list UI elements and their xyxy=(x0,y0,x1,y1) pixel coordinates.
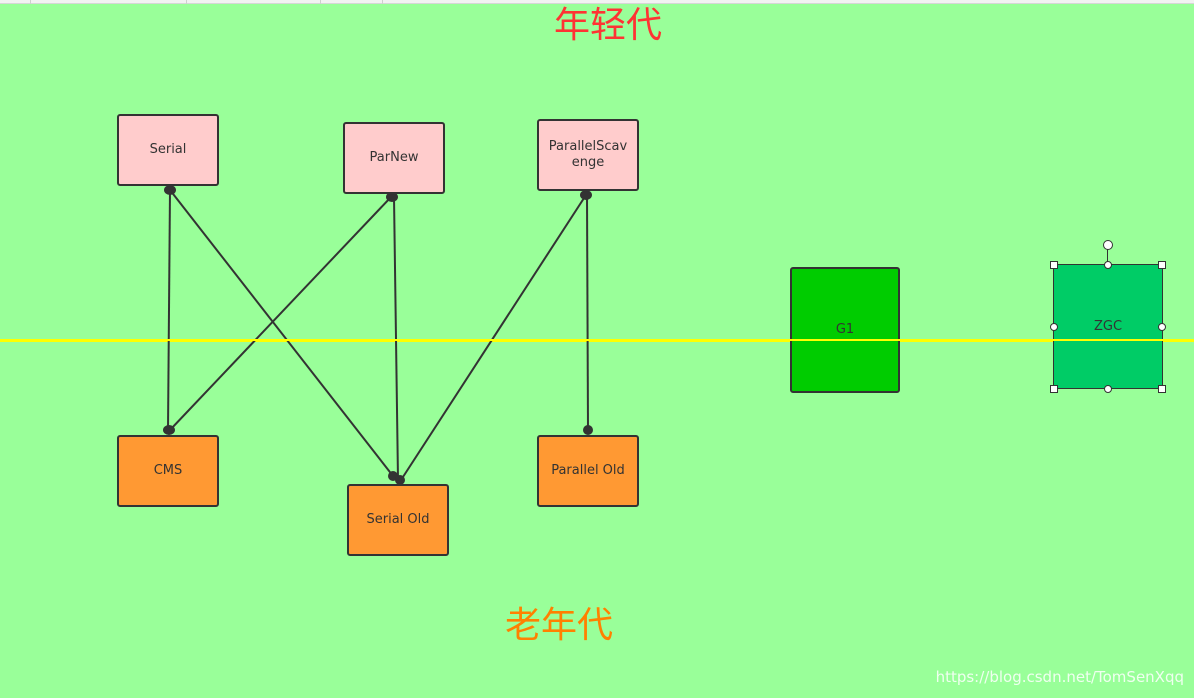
parallel-old-label: Parallel Old xyxy=(551,463,625,478)
parallel-scavenge-node[interactable]: ParallelScavenge xyxy=(537,119,639,191)
connector-endpoint xyxy=(395,475,405,485)
resize-handle-bottom-right[interactable] xyxy=(1158,385,1166,393)
divider-line-overlay xyxy=(0,339,1194,341)
resize-handle-top[interactable] xyxy=(1104,261,1112,269)
toolbar-divider xyxy=(186,0,187,4)
g1-label: G1 xyxy=(835,322,855,337)
rotation-handle-stem xyxy=(1107,249,1108,264)
resize-handle-top-left[interactable] xyxy=(1050,261,1058,269)
resize-handle-top-right[interactable] xyxy=(1158,261,1166,269)
resize-handle-left[interactable] xyxy=(1050,323,1058,331)
connector-endpoint xyxy=(386,192,398,202)
connector-parallelscavenge-parallelold[interactable] xyxy=(586,194,589,431)
connector-serial-cms[interactable] xyxy=(167,189,171,431)
parallel-scavenge-label: ParallelScavenge xyxy=(548,139,628,170)
rotation-handle[interactable] xyxy=(1103,240,1113,250)
parnew-label: ParNew xyxy=(369,150,419,165)
serial-label: Serial xyxy=(149,142,187,157)
resize-handle-bottom[interactable] xyxy=(1104,385,1112,393)
toolbar-divider xyxy=(382,0,383,4)
young-generation-title[interactable]: 年轻代 xyxy=(554,5,663,46)
connector-endpoint xyxy=(163,425,175,435)
connector-parnew-cms[interactable] xyxy=(169,196,392,431)
connector-parnew-serialold[interactable] xyxy=(393,196,399,481)
connector-endpoint xyxy=(580,190,592,200)
connector-serial-serialold[interactable] xyxy=(169,189,394,477)
toolbar-divider xyxy=(320,0,321,4)
toolbar-strip xyxy=(0,0,1194,4)
serial-node[interactable]: Serial xyxy=(117,114,219,186)
connector-parallelscavenge-serialold[interactable] xyxy=(400,194,587,481)
toolbar-divider xyxy=(30,0,31,4)
serial-old-node[interactable]: Serial Old xyxy=(347,484,449,556)
cms-label: CMS xyxy=(153,463,183,478)
old-generation-title[interactable]: 老年代 xyxy=(505,605,614,646)
g1-node[interactable]: G1 xyxy=(790,267,900,393)
serial-old-label: Serial Old xyxy=(366,512,430,527)
resize-handle-right[interactable] xyxy=(1158,323,1166,331)
watermark: https://blog.csdn.net/TomSenXqq xyxy=(935,668,1184,686)
connector-endpoint xyxy=(583,425,593,435)
parallel-old-node[interactable]: Parallel Old xyxy=(537,435,639,507)
zgc-label: ZGC xyxy=(1093,318,1123,334)
zgc-node[interactable]: ZGC xyxy=(1053,264,1163,389)
cms-node[interactable]: CMS xyxy=(117,435,219,507)
resize-handle-bottom-left[interactable] xyxy=(1050,385,1058,393)
parnew-node[interactable]: ParNew xyxy=(343,122,445,194)
connector-endpoint xyxy=(164,185,176,195)
